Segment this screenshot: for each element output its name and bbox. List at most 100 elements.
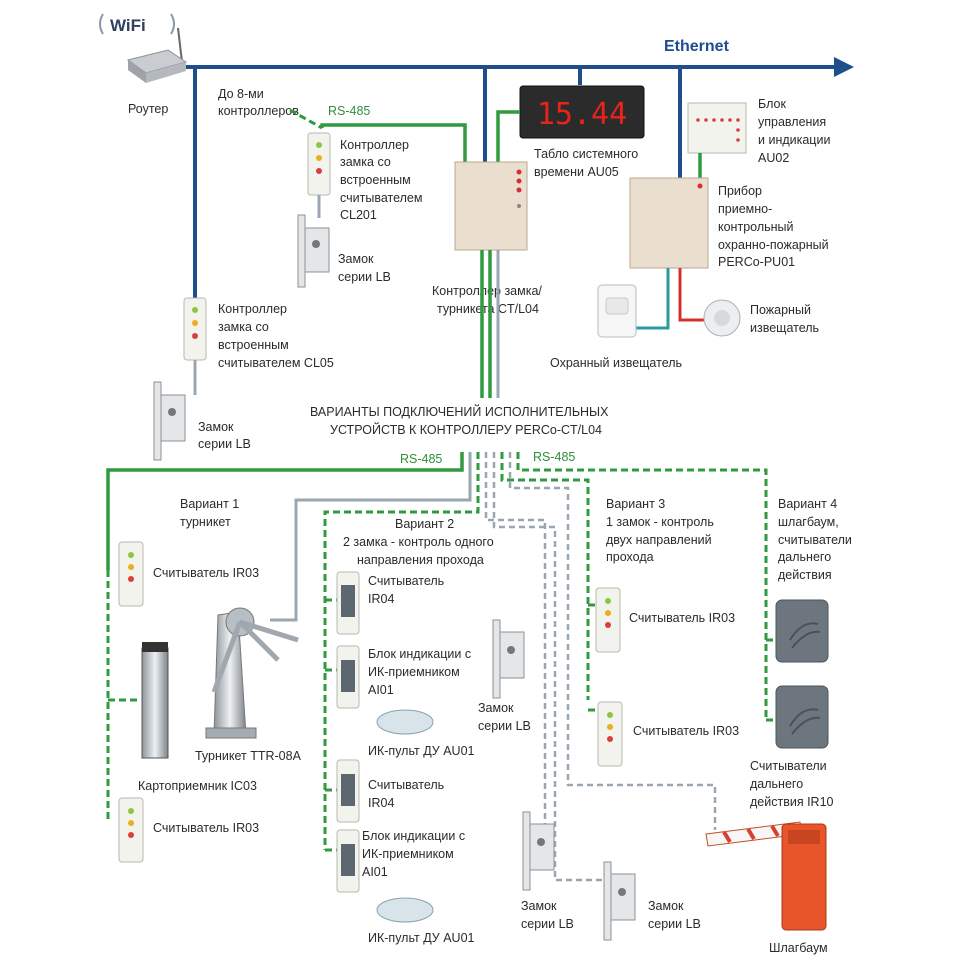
variant3-title-2: 1 замок - контроль <box>606 515 714 529</box>
rs485-variant1-bus <box>106 452 464 570</box>
v2-lock-bottom1-label-2: серии LB <box>521 917 574 931</box>
lock-lb-label-2b: серии LB <box>198 437 251 451</box>
v2-remote1-label: ИК-пульт ДУ AU01 <box>368 744 475 758</box>
v2-indicator1-label-3: AI01 <box>368 683 394 697</box>
wifi-icon <box>99 13 175 35</box>
cl05-label-2: замка со <box>218 320 269 334</box>
router-label: Роутер <box>128 102 168 116</box>
clock-label-1: Табло системного <box>534 147 638 161</box>
cl05-label-4: считывателем CL05 <box>218 356 334 370</box>
clock-label-2: времени AU05 <box>534 165 619 179</box>
v2-indicator2-label-3: AI01 <box>362 865 388 879</box>
cl201-label-1: Контроллер <box>340 138 409 152</box>
lock-lb-icon-v2 <box>492 619 525 699</box>
v2-lock-bottom2-label-1: Замок <box>648 899 684 913</box>
variant4-title-5: действия <box>778 568 832 582</box>
v2-lock-bottom1-label-1: Замок <box>521 899 557 913</box>
pu01-panel-icon <box>629 177 709 269</box>
turnstile-wire <box>270 452 472 622</box>
reader-ir04-icon-1 <box>336 571 360 635</box>
router-icon <box>126 27 188 83</box>
barrier-label: Шлагбаум <box>769 941 828 955</box>
wifi-label: WiFi <box>110 16 146 35</box>
reader-ir03-icon-v1-bottom <box>118 797 144 863</box>
turnstile-ttr08a-icon <box>205 607 299 739</box>
variant1-reader-top-label: Считыватель IR03 <box>153 566 259 580</box>
security-detector-label: Охранный извещатель <box>550 356 682 370</box>
variant4-title-3: считыватели <box>778 533 852 547</box>
variant2-lock2-wire <box>492 452 635 882</box>
turnstile-label: Турникет TTR-08A <box>195 749 302 763</box>
pu01-label-5: PERCo-PU01 <box>718 255 795 269</box>
barrier-wire <box>508 452 717 830</box>
v2-lock-label-1: Замок <box>478 701 514 715</box>
variant3-title-3: двух направлений <box>606 533 712 547</box>
v3-reader1-label: Считыватель IR03 <box>629 611 735 625</box>
variant3-title-1: Вариант 3 <box>606 497 665 511</box>
card-reader-label: Картоприемник IC03 <box>138 779 257 793</box>
ctl04-label-2: турникета CT/L04 <box>437 302 539 316</box>
long-range-label-1: Считыватели <box>750 759 827 773</box>
cl201-label-3: встроенным <box>340 173 411 187</box>
reader-ir03-icon-v3-2 <box>597 701 623 767</box>
long-range-label-3: действия IR10 <box>750 795 834 809</box>
indicator-ai01-icon-1 <box>336 645 360 709</box>
lock-lb-icon-1 <box>297 214 330 288</box>
variant4-bus <box>516 452 768 720</box>
rs485-right-label: RS-485 <box>533 450 575 464</box>
variants-title-2: УСТРОЙСТВ К КОНТРОЛЛЕРУ PERCo-CT/L04 <box>330 422 602 437</box>
variant4-title-4: дальнего <box>778 550 831 564</box>
variant2-lock-wire <box>484 452 547 840</box>
v2-reader2-label-1: Считыватель <box>368 778 444 792</box>
security-detector-icon <box>597 284 637 338</box>
rs485-line-top <box>320 123 467 165</box>
cl201-label-2: замка со <box>340 155 391 169</box>
reader-ir03-icon-v3-1 <box>595 587 621 653</box>
cl05-label-3: встроенным <box>218 338 289 352</box>
variant1-reader-bottom-label: Считыватель IR03 <box>153 821 259 835</box>
fire-detector-icon <box>703 299 741 337</box>
v2-reader1-label-2: IR04 <box>368 592 394 606</box>
long-range-reader-icon-1 <box>775 599 829 663</box>
cl201-controller-icon <box>307 132 331 196</box>
rs485-top-label: RS-485 <box>328 104 370 118</box>
au02-panel-icon <box>687 102 747 154</box>
variant2-title-2: 2 замка - контроль одного <box>343 535 494 549</box>
variant3-bus <box>500 452 590 700</box>
variant2-title-3: направления прохода <box>357 553 484 567</box>
lock-lb-label-1b: серии LB <box>338 270 391 284</box>
reader-ir03-icon-v1-top <box>118 541 144 607</box>
v2-lock-bottom2-label-2: серии LB <box>648 917 701 931</box>
rs485-clock-wire <box>496 110 520 162</box>
v2-indicator2-label-2: ИК-приемником <box>362 847 454 861</box>
lock-lb-icon-bottom-1 <box>522 811 555 891</box>
controllers-label: контроллеров <box>218 104 299 118</box>
variant4-title-1: Вариант 4 <box>778 497 837 511</box>
variant4-title-2: шлагбаум, <box>778 515 839 529</box>
indicator-ai01-icon-2 <box>336 829 360 893</box>
v2-indicator2-label-1: Блок индикации с <box>362 829 465 843</box>
v2-lock-label-2: серии LB <box>478 719 531 733</box>
security-wire <box>636 268 670 330</box>
variant3-title-4: прохода <box>606 550 654 564</box>
v3-reader2-label: Считыватель IR03 <box>633 724 739 738</box>
au02-label-3: и индикации <box>758 133 830 147</box>
fire-detector-label-1: Пожарный <box>750 303 811 317</box>
variant2-bus <box>323 452 480 850</box>
variant1-title-1: Вариант 1 <box>180 497 239 511</box>
cl201-label-4: считывателем <box>340 191 422 205</box>
v2-reader1-label-1: Считыватель <box>368 574 444 588</box>
fire-detector-label-2: извещатель <box>750 321 819 335</box>
cl05-label-1: Контроллер <box>218 302 287 316</box>
cl05-controller-icon <box>183 297 207 361</box>
pu01-label-2: приемно- <box>718 202 772 216</box>
pu01-label-1: Прибор <box>718 184 762 198</box>
reader-ir04-icon-2 <box>336 759 360 823</box>
pu01-label-4: охранно-пожарный <box>718 238 829 252</box>
remote-au01-icon-1 <box>376 709 434 735</box>
au02-label-1: Блок <box>758 97 786 111</box>
cl201-label-5: CL201 <box>340 208 377 222</box>
ctl04-controller-icon <box>454 161 528 251</box>
variant1-title-2: турникет <box>180 515 231 529</box>
